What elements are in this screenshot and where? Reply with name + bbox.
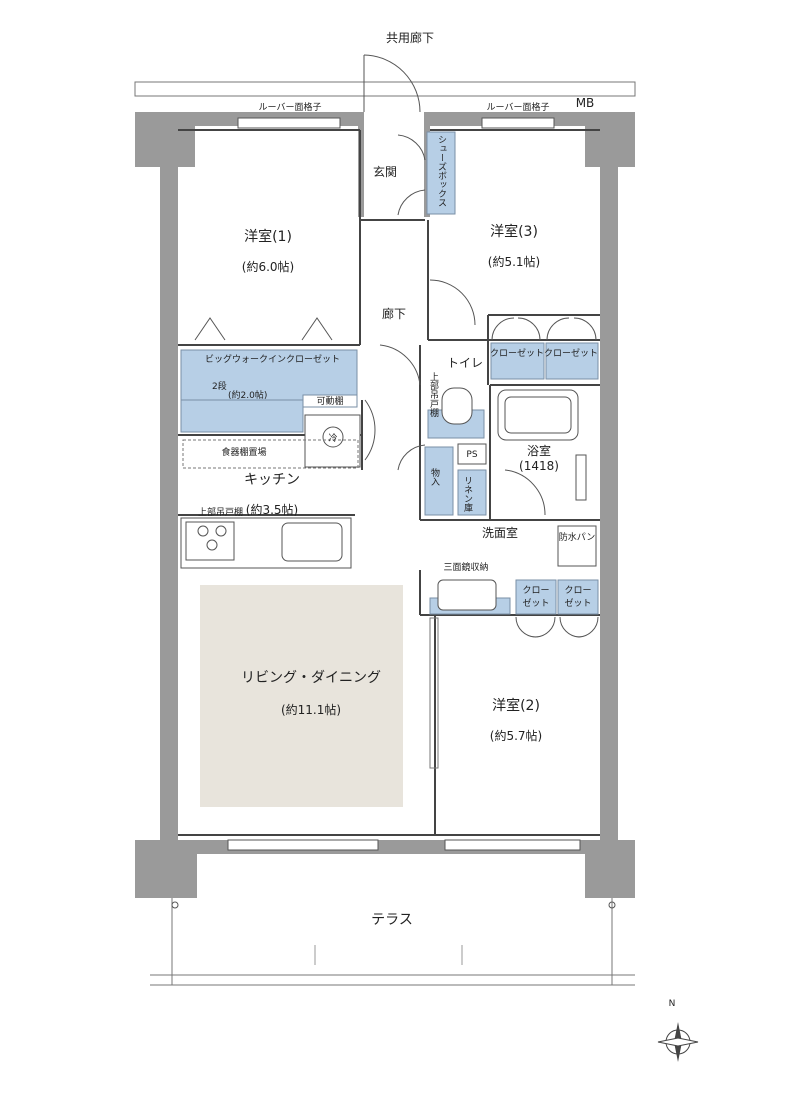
room3-door-arc	[429, 279, 476, 326]
movable-shelf-box	[302, 394, 358, 408]
western1-name: 洋室(1)	[244, 228, 292, 245]
shoebox-door-arc-2	[397, 189, 426, 216]
terrace-label: テラス	[371, 912, 413, 928]
louver-right-label: ルーバー面格子	[487, 101, 550, 113]
living-name: リビング・ダイニング	[241, 670, 381, 686]
entrance-label: 玄関	[373, 164, 397, 179]
closet-d-door-2	[577, 616, 599, 638]
shared-corridor-label: 共用廊下	[386, 30, 434, 45]
bath-size: (1418)	[519, 459, 559, 473]
mirror-storage-label: 三面鏡収納	[443, 561, 488, 573]
closet-b-door-2	[573, 317, 597, 341]
room1-closet-door-1	[194, 317, 226, 341]
closet-a-door-1	[491, 317, 515, 341]
walkin-label: ビッグウォークインクローゼット	[205, 353, 340, 365]
dish-shelf-area	[182, 439, 359, 469]
storage-label: 物入	[429, 467, 440, 486]
burner-2	[215, 525, 227, 537]
waterproof-pan-label: 防水パン	[559, 531, 595, 543]
top-balcony-rail	[134, 81, 636, 97]
western1-size: (約6.0帖)	[242, 259, 294, 274]
burner-3	[206, 539, 218, 551]
storage-box	[424, 446, 454, 516]
fridge-circle	[322, 426, 344, 448]
closet-c-box	[515, 579, 557, 615]
closet-b-box	[545, 342, 599, 380]
closet-a-box	[490, 342, 545, 380]
louver-window-left	[237, 117, 341, 129]
western3-name: 洋室(3)	[490, 223, 538, 240]
bath-name: 浴室	[527, 443, 551, 458]
washroom-label: 洗面室	[482, 525, 518, 540]
storage-door-arc	[397, 444, 426, 471]
upper-cabinet-label: 上部吊戸棚	[198, 506, 243, 518]
bath-door-arc	[504, 469, 546, 516]
bath-shower-bar	[575, 454, 587, 501]
closet-c-door-2	[534, 616, 556, 638]
closet-a-label: クローゼット	[490, 347, 544, 359]
fridge-space	[304, 414, 361, 468]
louver-left-label: ルーバー面格子	[259, 101, 322, 113]
walkin-size: (約2.0帖)	[228, 389, 267, 401]
bedroom2-window	[444, 839, 581, 851]
shoebox-label: シューズボックス	[436, 135, 447, 207]
interior-partitions	[178, 129, 600, 836]
western3-size: (約5.1帖)	[488, 254, 540, 269]
closet-b-door-1	[546, 317, 570, 341]
closet-c-line2: ゼット	[522, 597, 549, 609]
movable-shelf-label: 可動棚	[316, 395, 343, 407]
ps-box	[457, 443, 487, 465]
louver-window-right	[481, 117, 555, 129]
kitchen-size: (約3.5帖)	[246, 502, 298, 517]
waterproof-pan-box	[557, 525, 597, 567]
room1-closet-door-2	[301, 317, 333, 341]
living-size: (約11.1帖)	[281, 702, 341, 717]
bathtub	[497, 389, 579, 441]
closet-d-door-1	[559, 616, 581, 638]
closet-d-line1: クロー	[564, 585, 591, 596]
stove	[185, 521, 235, 561]
kitchen-sink	[281, 522, 343, 562]
closet-d-box	[557, 579, 599, 615]
living-floor	[200, 585, 403, 807]
closet-c-door-1	[515, 616, 537, 638]
compass-icon	[657, 1022, 699, 1062]
kitchen-door-arc	[364, 399, 376, 461]
western2-name: 洋室(2)	[492, 697, 540, 714]
mb-label: MB	[576, 96, 595, 110]
closet-d-line2: ゼット	[564, 597, 591, 609]
two-tier-label: 2段	[212, 380, 227, 392]
north-label: N	[669, 999, 676, 1009]
toilet-label: トイレ	[447, 356, 483, 370]
toilet-bowl	[441, 387, 473, 425]
bathtub-inner	[504, 396, 572, 434]
walkin-closet-lower	[180, 399, 304, 433]
dish-shelf-label: 食器棚置場	[221, 446, 266, 458]
western2-size: (約5.7帖)	[490, 728, 542, 743]
terrace-post-left	[171, 901, 179, 909]
linen-box	[457, 469, 487, 516]
front-door-arc	[363, 54, 421, 113]
terrace-post-right	[608, 901, 616, 909]
living-window	[227, 839, 379, 851]
wash-basin	[437, 579, 497, 611]
closet-a-door-2	[517, 317, 541, 341]
closet-b-label: クローゼット	[544, 347, 598, 359]
sliding-door-track	[429, 617, 439, 769]
walls	[135, 112, 635, 898]
ps-label: PS	[466, 450, 477, 460]
shoebox-cabinet	[426, 131, 456, 215]
toilet-door-arc	[379, 344, 421, 386]
kitchen-name: キッチン	[244, 472, 300, 488]
hallway-label: 廊下	[382, 306, 406, 321]
upper-cabinet-v-label: 上部吊戸棚	[428, 372, 439, 418]
shoebox-door-arc-1	[397, 134, 426, 161]
closet-c-line1: クロー	[522, 585, 549, 596]
burner-1	[197, 525, 209, 537]
fridge-label: 冷	[328, 432, 337, 444]
linen-label: リネン庫	[462, 476, 473, 513]
